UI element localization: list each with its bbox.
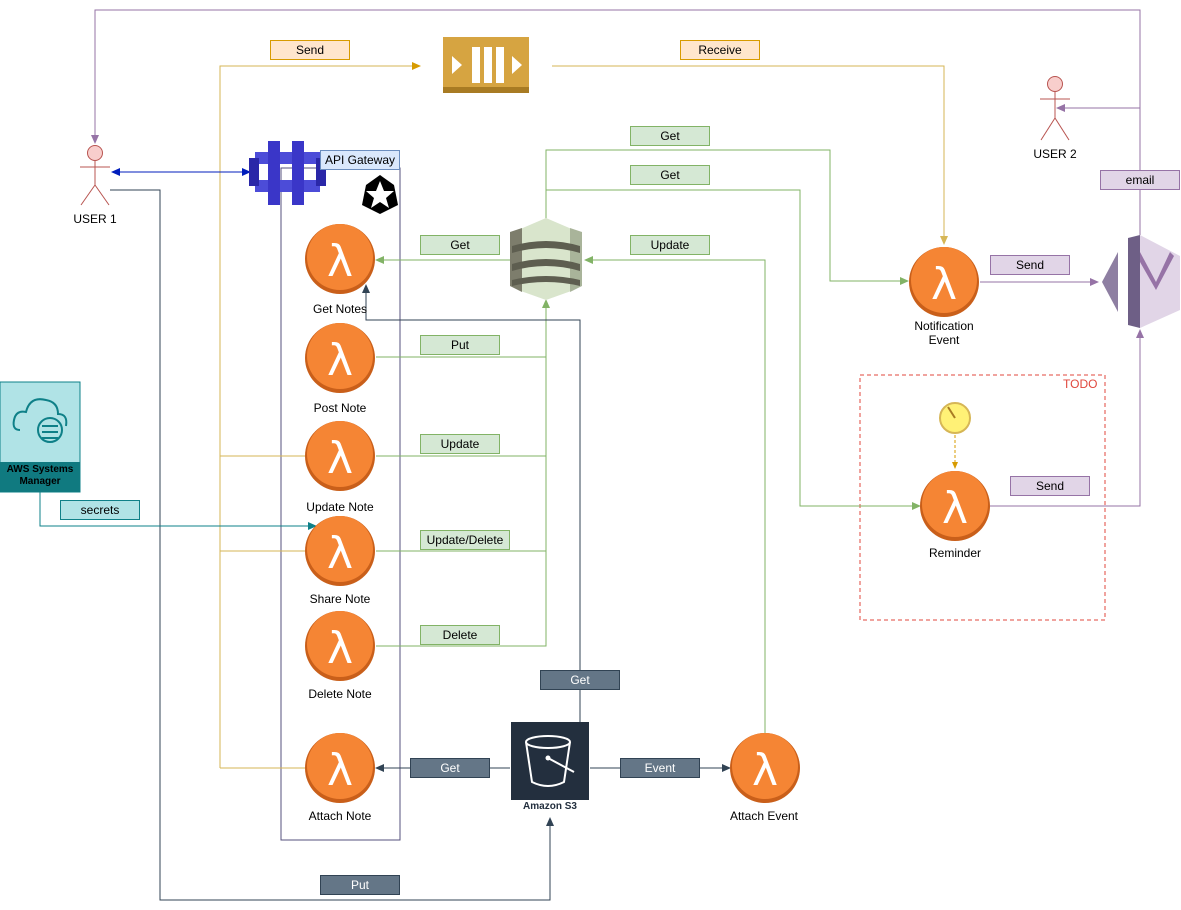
lambda-attach-event-icon: λ (730, 733, 800, 803)
get-top2-label: Get (630, 165, 710, 185)
send-reminder-label: Send (1010, 476, 1090, 496)
get-db-label: Get (420, 235, 500, 255)
dynamodb-icon (510, 218, 582, 300)
sqs-queue-icon (443, 37, 529, 93)
ssm-label: AWS Systems Manager (6, 464, 74, 487)
notification-event-label: Notification Event (914, 319, 974, 347)
dynamo-get-reminder-line (545, 189, 921, 510)
receive-queue-label: Receive (680, 40, 760, 60)
lambda-get-notes-icon: λ (305, 224, 375, 294)
send-queue-label: Send (270, 40, 350, 60)
secrets-label: secrets (60, 500, 140, 520)
post-note-label: Post Note (313, 401, 367, 415)
lambda-post-note-icon: λ (305, 323, 375, 393)
svg-text:λ: λ (931, 259, 957, 310)
update-note-label: Update Note (306, 500, 374, 514)
get-s3-label: Get (540, 670, 620, 690)
s3-bucket-icon (511, 722, 589, 800)
put-s3-label: Put (320, 875, 400, 895)
ssm-secrets-line (39, 492, 317, 530)
dynamo-get-notification-line-1 (545, 149, 909, 285)
todo-group (859, 374, 1106, 621)
s3-get-notes-line (362, 284, 581, 722)
reminder-label: Reminder (928, 546, 982, 560)
lambda-delete-note-icon: λ (305, 611, 375, 681)
get-top1-label: Get (630, 126, 710, 146)
queue-receive-line (552, 65, 948, 245)
delete-db-label: Delete (420, 625, 500, 645)
email-to-user1-line (91, 9, 1141, 235)
todo-label: TODO (1063, 377, 1098, 391)
email-label: email (1100, 170, 1180, 190)
api-gateway-icon (249, 141, 326, 205)
attach-event-label: Attach Event (729, 809, 799, 823)
clock-icon (939, 402, 971, 434)
attach-event-update-line (584, 256, 766, 735)
attach-note-label: Attach Note (308, 809, 372, 823)
svg-text:λ: λ (942, 483, 968, 534)
svg-text:λ: λ (327, 433, 353, 484)
email-to-user2-line (1056, 104, 1141, 235)
user1-put-s3-line (110, 189, 554, 901)
share-note-label: Share Note (309, 592, 371, 606)
api-gateway-label: API Gateway (320, 150, 400, 170)
s3-label: Amazon S3 (523, 801, 577, 812)
user1-label: USER 1 (73, 212, 117, 226)
send-ses-label: Send (990, 255, 1070, 275)
svg-text:λ: λ (752, 745, 778, 796)
lambda-attach-note-icon: λ (305, 733, 375, 803)
svg-text:λ: λ (327, 335, 353, 386)
lambda-notification-event-icon: λ (909, 247, 979, 317)
lambda-update-note-icon: λ (305, 421, 375, 491)
get-notes-label: Get Notes (312, 302, 368, 316)
event-label: Event (620, 758, 700, 778)
delete-note-label: Delete Note (308, 687, 372, 701)
ses-icon (1102, 235, 1180, 328)
reminder-send-line (990, 329, 1144, 507)
update-note-db-label: Update (420, 434, 500, 454)
get-attach-label: Get (410, 758, 490, 778)
update-delete-db-label: Update/Delete (420, 530, 510, 550)
update-db-label: Update (630, 235, 710, 255)
ssm-icon (0, 381, 81, 493)
user2-label: USER 2 (1033, 147, 1077, 161)
svg-text:λ: λ (327, 745, 353, 796)
auth0-badge-icon (362, 175, 398, 214)
svg-text:λ: λ (327, 236, 353, 287)
svg-text:λ: λ (327, 623, 353, 674)
user1-icon (80, 145, 110, 206)
put-db-label: Put (420, 335, 500, 355)
svg-text:λ: λ (327, 528, 353, 579)
user2-icon (1040, 76, 1070, 141)
lambda-share-note-icon: λ (305, 516, 375, 586)
lambda-reminder-icon: λ (920, 471, 990, 541)
send-to-queue-line (219, 62, 421, 768)
lambdas-to-dynamo-line (376, 299, 550, 647)
